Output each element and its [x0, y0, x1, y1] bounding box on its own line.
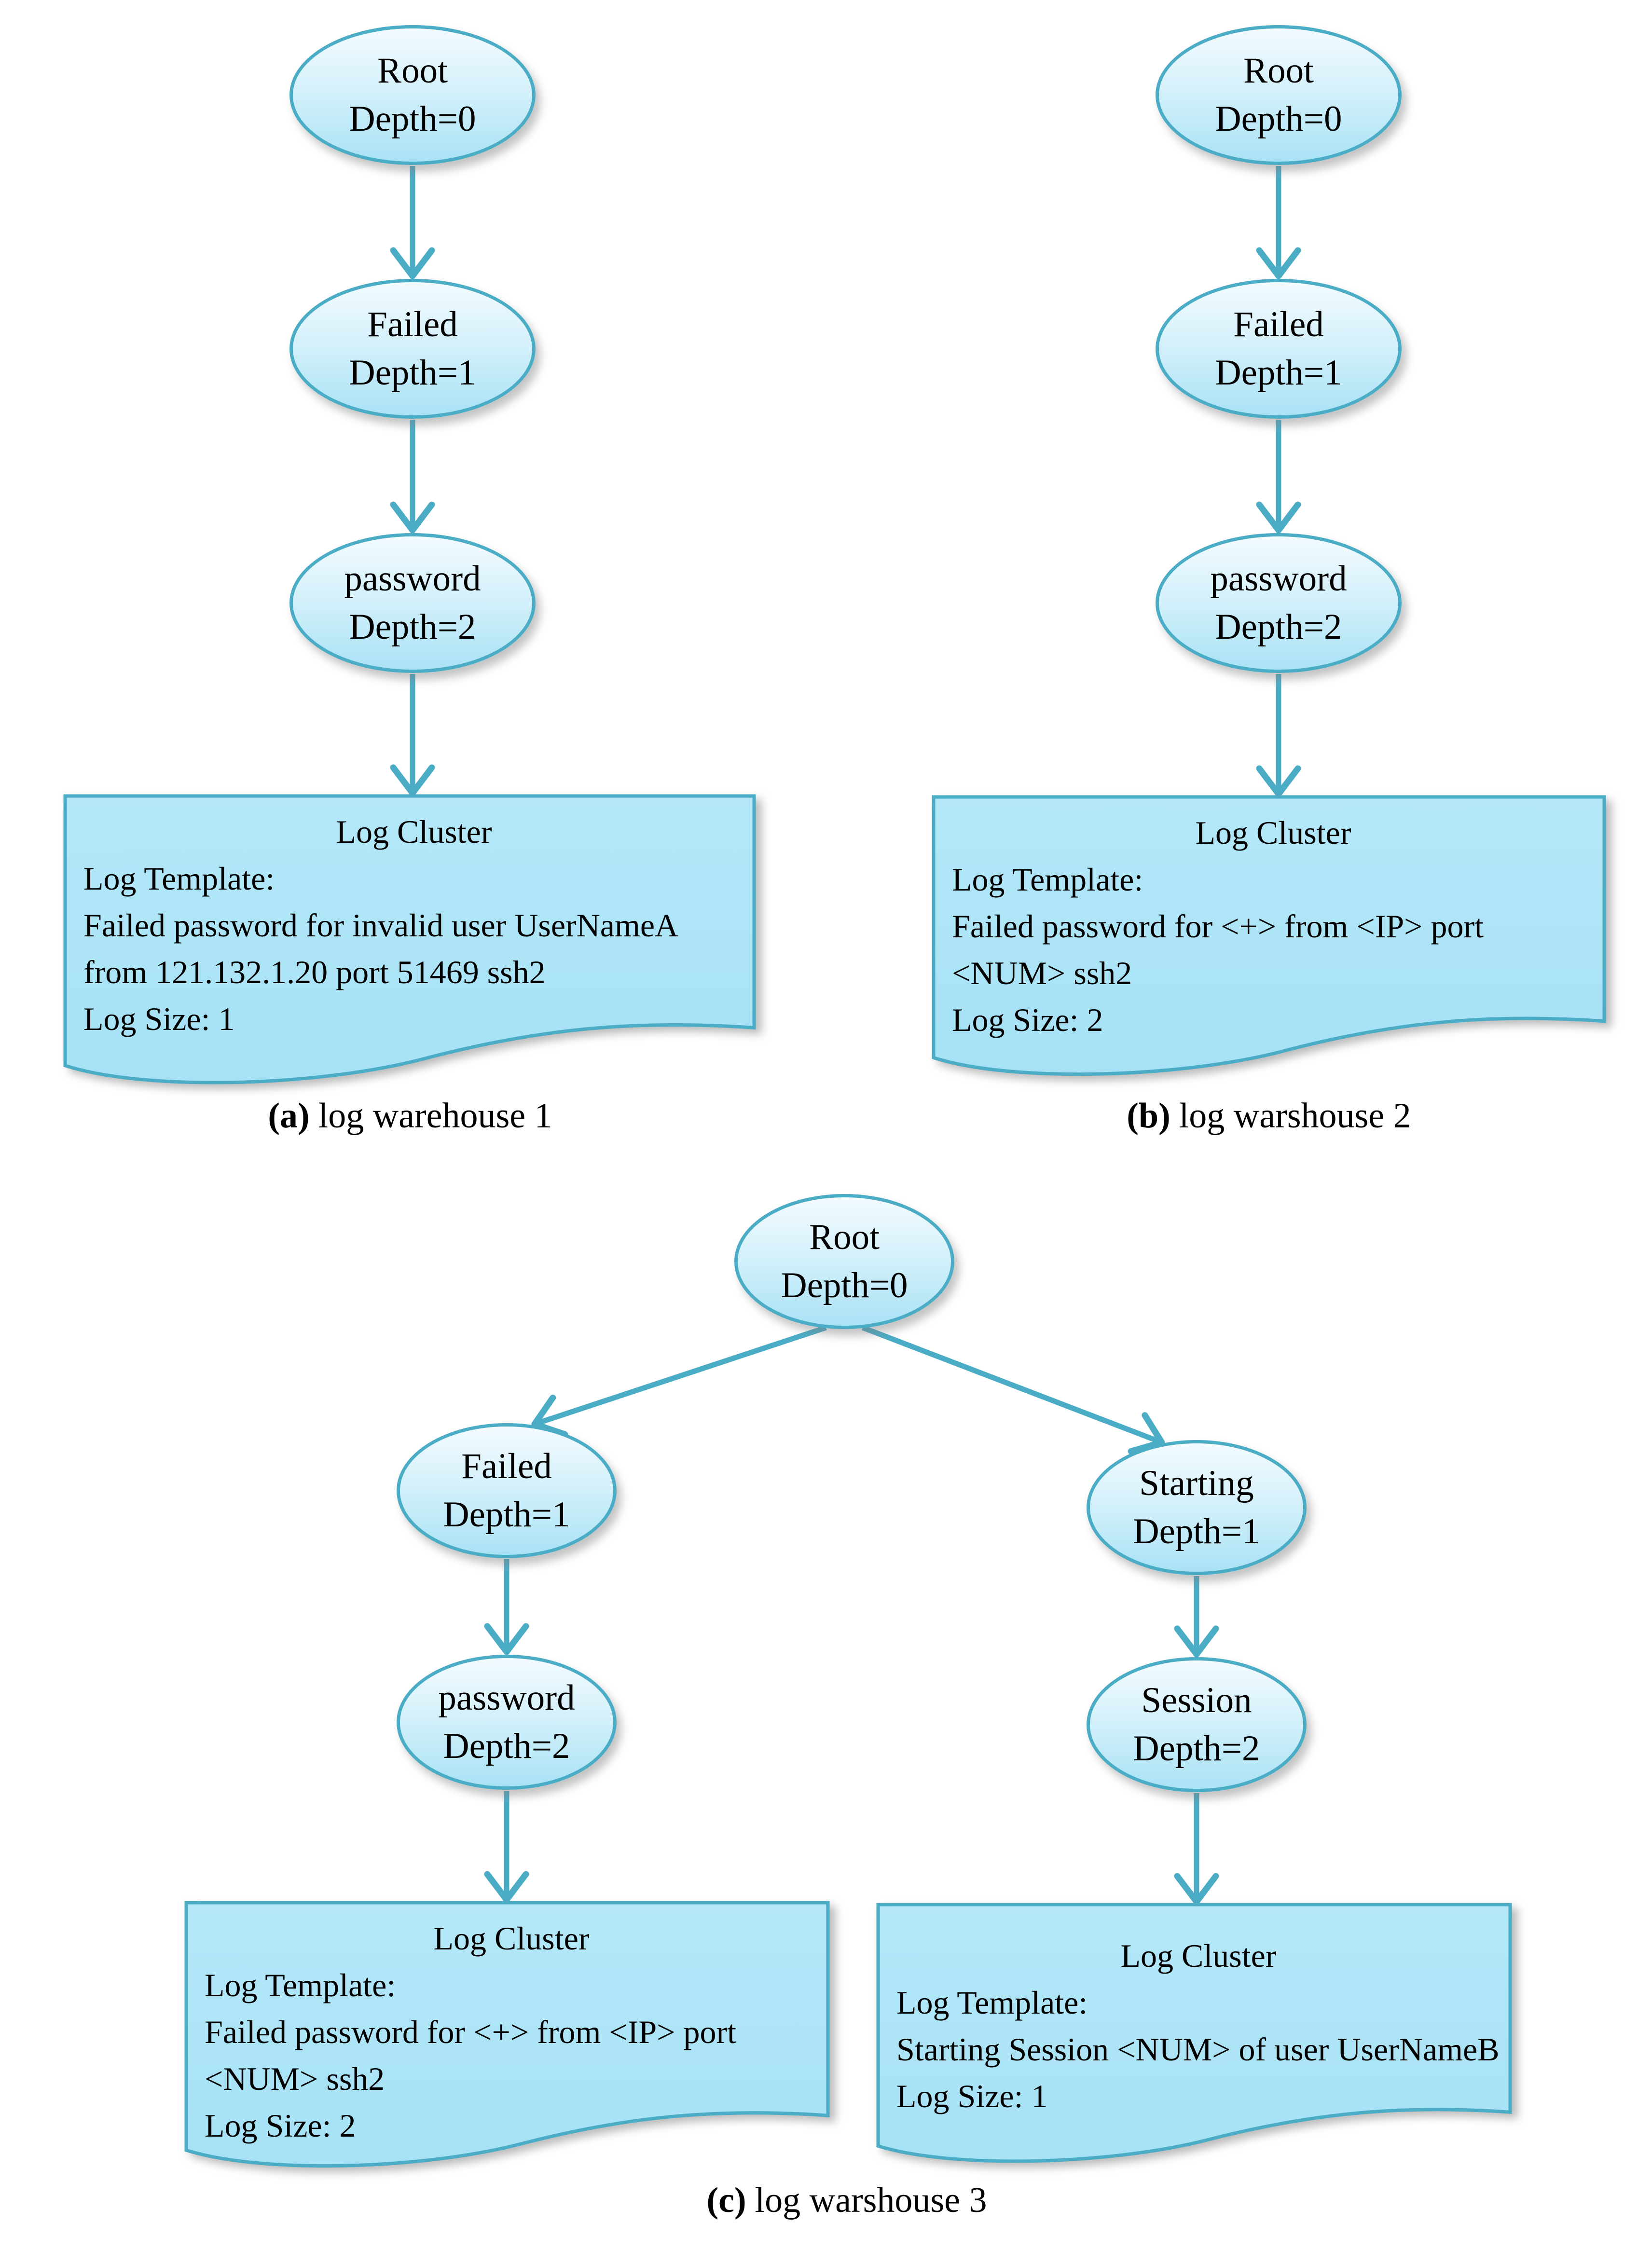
cluster-title: Log Cluster	[1195, 814, 1351, 851]
caption-letter: (a)	[268, 1096, 310, 1136]
cluster-line: from 121.132.1.20 port 51469 ssh2	[83, 954, 546, 990]
node-label: Starting	[1139, 1463, 1254, 1503]
node-b-root: Root Depth=0	[1156, 25, 1402, 165]
node-label: Root	[809, 1217, 880, 1257]
node-label: Failed	[1233, 304, 1324, 344]
node-c-root: Root Depth=0	[734, 1194, 954, 1329]
cluster-line: <NUM> ssh2	[952, 955, 1132, 991]
edge-c-root-starting	[862, 1325, 1165, 1454]
cluster-line: Log Template:	[896, 1984, 1088, 2021]
node-label: Root	[1243, 51, 1314, 91]
cluster-title: Log Cluster	[433, 1920, 590, 1957]
cluster-line: Log Template:	[205, 1967, 396, 2003]
caption-c: (c)log warshouse 3	[502, 2179, 1192, 2222]
node-label: Depth=1	[349, 353, 476, 393]
log-cluster-box-c-left: Log Cluster Log Template: Failed passwor…	[184, 1901, 830, 2174]
node-c-password: password Depth=2	[397, 1655, 617, 1790]
node-label: Root	[377, 51, 448, 91]
node-a-root: Root Depth=0	[289, 25, 536, 165]
node-label: Depth=2	[349, 607, 476, 647]
cluster-line: Log Size: 1	[83, 1001, 235, 1037]
node-b-password: password Depth=2	[1156, 533, 1402, 673]
cluster-line: Failed password for <+> from <IP> port	[952, 908, 1484, 945]
log-cluster-box-a: Log Cluster Log Template: Failed passwor…	[63, 794, 756, 1091]
cluster-line: Failed password for invalid user UserNam…	[83, 907, 679, 944]
document-shape	[63, 794, 756, 1084]
edge-c-root-failed	[531, 1325, 827, 1438]
node-label: Depth=1	[1133, 1511, 1260, 1551]
node-label: Failed	[461, 1446, 552, 1486]
caption-a: (a)log warehouse 1	[65, 1094, 755, 1138]
node-label: Depth=2	[1133, 1729, 1260, 1769]
caption-text: log warshouse 3	[755, 2181, 987, 2220]
node-label: password	[1210, 559, 1347, 599]
caption-b: (b)log warshouse 2	[934, 1094, 1604, 1138]
cluster-line: Log Template:	[83, 860, 275, 897]
node-label: Depth=2	[1215, 607, 1342, 647]
node-label: Depth=2	[443, 1726, 570, 1766]
cluster-line: Log Size: 2	[205, 2107, 356, 2144]
node-label: Depth=1	[443, 1495, 570, 1535]
document-shape	[876, 1903, 1512, 2163]
node-label: Depth=0	[781, 1265, 908, 1305]
node-a-password: password Depth=2	[289, 533, 536, 673]
document-shape	[932, 795, 1606, 1076]
caption-text: log warshouse 2	[1179, 1096, 1411, 1136]
cluster-line: <NUM> ssh2	[205, 2060, 385, 2097]
node-label: password	[438, 1678, 575, 1718]
caption-text: log warehouse 1	[318, 1096, 552, 1136]
caption-letter: (b)	[1127, 1096, 1170, 1136]
node-c-failed: Failed Depth=1	[397, 1423, 617, 1558]
cluster-line: Log Template:	[952, 861, 1143, 898]
cluster-line: Log Size: 2	[952, 1002, 1103, 1038]
node-label: Session	[1141, 1680, 1252, 1720]
node-label: Depth=0	[1215, 99, 1342, 139]
node-b-failed: Failed Depth=1	[1156, 279, 1402, 419]
node-label: Depth=1	[1215, 353, 1342, 393]
node-label: Depth=0	[349, 99, 476, 139]
log-cluster-box-c-right: Log Cluster Log Template: Starting Sessi…	[876, 1903, 1512, 2169]
cluster-title: Log Cluster	[336, 813, 492, 850]
node-label: password	[344, 559, 481, 599]
node-label: Failed	[367, 304, 458, 344]
log-cluster-box-b: Log Cluster Log Template: Failed passwor…	[932, 795, 1606, 1083]
cluster-line: Starting Session <NUM> of user UserNameB	[896, 2031, 1500, 2068]
cluster-title: Log Cluster	[1120, 1937, 1277, 1974]
cluster-line: Log Size: 1	[896, 2078, 1048, 2114]
document-shape	[184, 1901, 830, 2168]
cluster-line: Failed password for <+> from <IP> port	[205, 2014, 737, 2050]
node-c-starting: Starting Depth=1	[1087, 1440, 1307, 1575]
node-c-session: Session Depth=2	[1087, 1657, 1307, 1792]
node-a-failed: Failed Depth=1	[289, 279, 536, 419]
caption-letter: (c)	[706, 2181, 746, 2220]
